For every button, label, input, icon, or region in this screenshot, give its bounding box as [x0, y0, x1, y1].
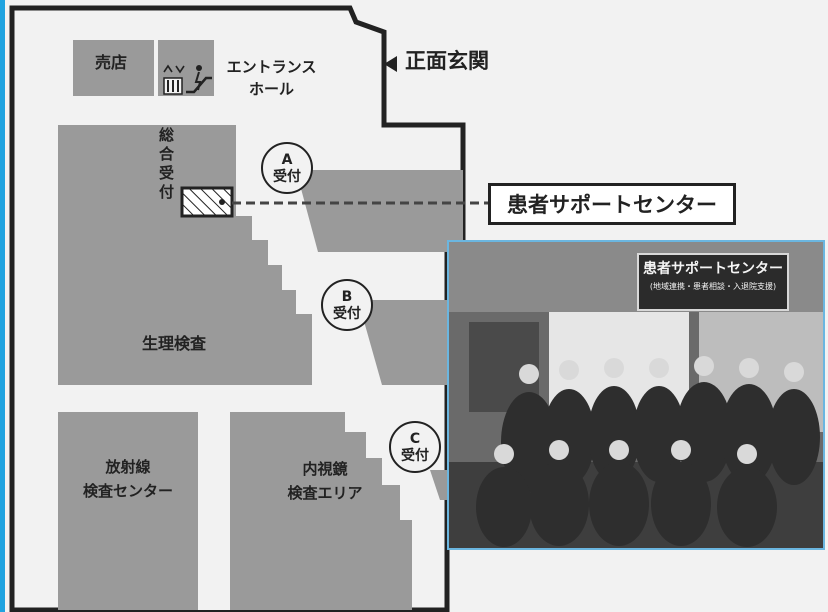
room-b	[358, 300, 447, 385]
general-reception-char-4: 付	[159, 183, 175, 201]
endoscopy-room	[230, 412, 412, 610]
reception-c-marker	[389, 421, 441, 473]
shop-room	[73, 40, 154, 96]
photo-sign-title: 患者サポートセンター	[643, 261, 783, 277]
escalator-icon	[186, 65, 212, 94]
shop-label: 売店	[95, 53, 128, 72]
general-reception-char-1: 総	[159, 126, 175, 144]
room-a	[296, 170, 463, 252]
reception-a-marker	[261, 142, 313, 194]
left-edge-bar	[0, 0, 5, 612]
general-reception-char-2: 合	[159, 145, 175, 163]
physiology-lab-label: 生理検査	[142, 334, 207, 353]
staff-photo: 患者サポートセンター (地域連携・患者相談・入退院支援)	[447, 240, 825, 550]
reception-a-label: 受付	[273, 169, 301, 185]
reception-c-label: 受付	[401, 448, 429, 464]
radiology-room	[58, 412, 198, 610]
photo-sign: 患者サポートセンター (地域連携・患者相談・入退院支援)	[637, 253, 789, 311]
radiology-label-1: 放射線	[105, 458, 151, 476]
photo-sign-subtitle: (地域連携・患者相談・入退院支援)	[649, 282, 777, 291]
physiology-lab-room	[58, 125, 312, 385]
corridor	[198, 412, 230, 610]
reception-b-letter: B	[341, 289, 353, 305]
main-entrance-label: 正面玄関	[405, 49, 489, 73]
entrance-hall-label-1: エントランス	[226, 58, 317, 76]
endoscopy-label-1: 内視鏡	[302, 460, 348, 478]
location-dot	[219, 199, 225, 205]
reception-c-letter: C	[409, 431, 421, 447]
radiology-label-2: 検査センター	[82, 482, 173, 500]
room-c	[430, 470, 447, 500]
elevator-icon	[163, 64, 185, 95]
patient-support-center-callout: 患者サポートセンター	[488, 183, 736, 225]
reception-b-marker	[321, 279, 373, 331]
entrance-hall-label-2: ホール	[248, 80, 294, 98]
entrance-arrow-icon	[384, 56, 397, 72]
endoscopy-label-2: 検査エリア	[287, 484, 363, 502]
general-reception-char-3: 受	[159, 164, 175, 182]
reception-a-letter: A	[281, 152, 293, 168]
reception-b-label: 受付	[333, 306, 361, 322]
